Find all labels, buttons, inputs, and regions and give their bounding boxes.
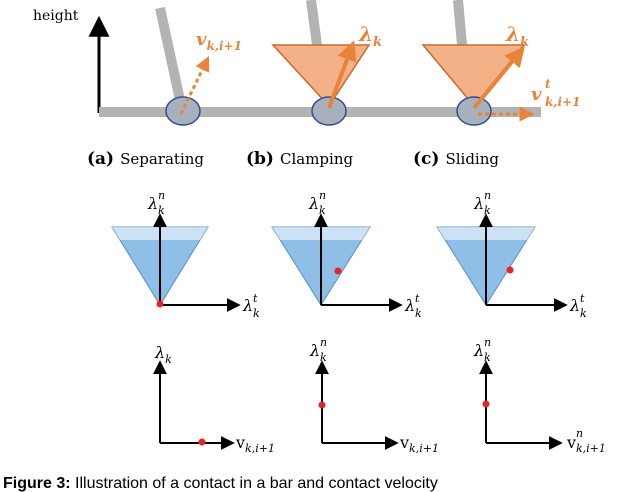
cone-panel-clamping: λ n k λ t k [271, 184, 425, 320]
middle-row: λ n k λ t k λ n k λ t [111, 184, 590, 320]
y-axis-label: λ n k [147, 184, 170, 217]
figure-caption: Figure 3: Illustration of a contact in a… [3, 475, 438, 492]
y-axis-label: λ n k [308, 184, 331, 217]
solution-point [156, 300, 164, 308]
complementarity-panel-clamping: λ n k vk,i+1 [309, 331, 439, 455]
caption-separating: (a)Separating [87, 149, 204, 169]
y-axis-label: λ n k [473, 184, 496, 217]
y-axis-label: λk [154, 343, 172, 366]
sliding-contact: λk v t k,i+1 [421, 0, 580, 126]
clamping-force-label: λk [358, 22, 382, 50]
solution-point [334, 267, 342, 275]
solution-point [198, 438, 206, 446]
x-axis-label: λ t k [404, 287, 425, 320]
sliding-bar [453, 0, 467, 46]
sliding-force-label: λk [505, 22, 529, 50]
separating-contact: vk,i+1 [155, 6, 242, 126]
cone-panel-separating: λ n k λ t k [111, 184, 263, 320]
complementarity-panel-separating: λk vk,i+1 [153, 343, 275, 455]
x-axis-label: v n k,i+1 [566, 422, 606, 455]
sliding-velocity-label: v t k,i+1 [531, 72, 580, 109]
separating-velocity-arrow [179, 55, 210, 115]
solution-point [506, 266, 514, 274]
complementarity-panel-sliding: λ n k v n k,i+1 [473, 331, 606, 455]
y-axis-label: λ n k [309, 331, 332, 364]
contact-point-b [311, 96, 347, 126]
clamping-contact: λk [271, 0, 382, 126]
friction-cone-b [271, 44, 371, 108]
x-axis-label: λ t k [569, 287, 590, 320]
bottom-row: λk vk,i+1 λ n k vk,i+1 [153, 331, 606, 455]
contact-point-c [456, 96, 492, 126]
sliding-force-arrow [472, 46, 525, 110]
x-axis-label: vk,i+1 [399, 433, 439, 455]
top-illustration: height vk,i+1 λk [33, 0, 580, 169]
solution-point [318, 401, 326, 409]
caption-sliding: (c)Sliding [413, 149, 499, 169]
x-axis-label: vk,i+1 [235, 433, 275, 455]
y-axis-label: λ n k [473, 331, 496, 364]
cone-panel-sliding: λ n k λ t k [436, 184, 590, 320]
caption-clamping: (b)Clamping [246, 149, 353, 169]
separating-bar [155, 6, 185, 102]
clamping-bar [306, 0, 322, 46]
solution-point [482, 400, 490, 408]
clamping-force-arrow [327, 40, 357, 109]
separating-velocity-label: vk,i+1 [196, 29, 242, 53]
height-axis-label: height [33, 8, 79, 24]
x-axis-label: λ t k [242, 287, 263, 320]
